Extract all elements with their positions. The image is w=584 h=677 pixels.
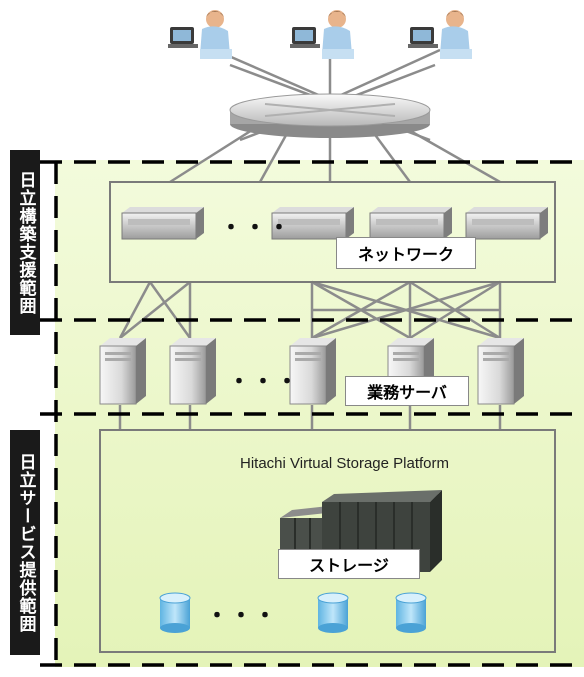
user-at-laptop-icon bbox=[168, 10, 232, 59]
disk-cylinder-icon bbox=[159, 592, 191, 633]
network-switch-icon bbox=[271, 207, 354, 240]
network-switch-icon bbox=[121, 207, 204, 240]
user-at-laptop-icon bbox=[290, 10, 354, 59]
disk-cylinder-icon bbox=[317, 592, 349, 633]
user-at-laptop-icon bbox=[408, 10, 472, 59]
tower-server-icon bbox=[477, 338, 524, 405]
network-switch-icon bbox=[369, 207, 452, 240]
tower-server-icon bbox=[99, 338, 146, 405]
disk-ellipsis: ・・・ bbox=[206, 604, 279, 629]
hitachi-service-scope-label: 日立サービス提供範囲 bbox=[10, 430, 40, 655]
hitachi-build-scope-label: 日立構築支援範囲 bbox=[10, 150, 40, 335]
storage-tag: ストレージ bbox=[278, 549, 420, 579]
storage-box bbox=[99, 429, 556, 653]
server-storage-links bbox=[118, 405, 502, 430]
router-icon bbox=[229, 93, 431, 138]
tower-server-icon bbox=[169, 338, 216, 405]
disk-cylinder-icon bbox=[395, 592, 427, 633]
network-box bbox=[109, 181, 556, 283]
router-network-links bbox=[169, 123, 501, 184]
platform-title: Hitachi Virtual Storage Platform bbox=[240, 455, 449, 472]
business-server-tag: 業務サーバ bbox=[345, 376, 469, 406]
tower-server-icon bbox=[289, 338, 336, 405]
server-ellipsis: ・・・ bbox=[228, 370, 301, 395]
network-server-links bbox=[118, 280, 502, 340]
switch-ellipsis: ・・・ bbox=[220, 216, 293, 241]
scope-dashed-lines bbox=[40, 160, 584, 667]
network-tag: ネットワーク bbox=[336, 237, 476, 269]
network-switch-icon bbox=[465, 207, 548, 240]
